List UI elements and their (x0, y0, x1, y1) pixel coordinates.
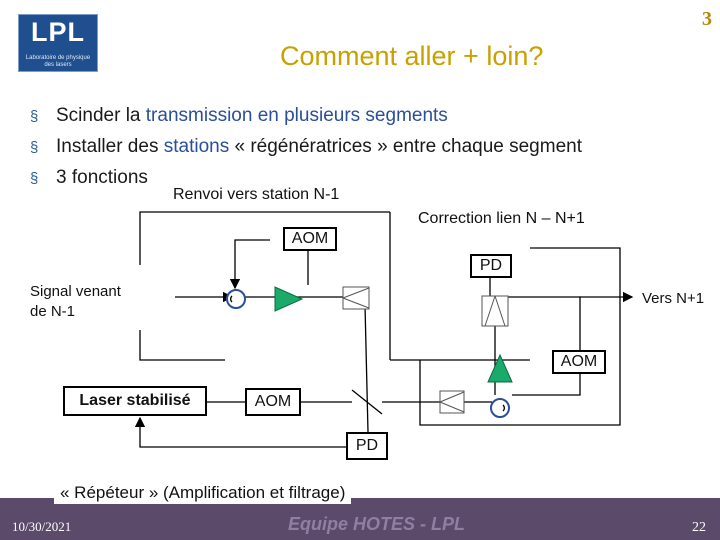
bullet-list: §Scinder la transmission en plusieurs se… (30, 100, 582, 193)
footer-page-number: 22 (692, 520, 706, 535)
label-correction: Correction lien N – N+1 (418, 210, 585, 227)
bullet-item: §3 fonctions (30, 162, 582, 193)
label-renvoi: Renvoi vers station N-1 (173, 186, 340, 203)
bullet-marker-icon: § (30, 108, 39, 125)
bullet-item: §Scinder la transmission en plusieurs se… (30, 100, 582, 131)
footer-team: Equipe HOTES - LPL (288, 514, 466, 534)
label-vers: Vers N+1 (642, 290, 705, 307)
beam-splitter-bottom (351, 389, 383, 415)
aom-top-box: AOM (283, 227, 337, 251)
pd-to-laser-feedback (134, 416, 354, 448)
coupler-to-pd-line (364, 304, 369, 433)
left-station-bottom-segment (139, 330, 225, 361)
aom-right-to-circulator (512, 372, 581, 396)
output-line (505, 296, 581, 350)
footer-bar (0, 498, 720, 540)
diagram-caption: « Répéteur » (Amplification et filtrage) (54, 482, 352, 504)
bullet-item: §Installer des stations « régénératrices… (30, 131, 582, 162)
coupler-bottom-icon (439, 390, 465, 414)
right-station-outline (419, 247, 621, 426)
left-station-outline (139, 211, 390, 265)
logo-subtitle: Laboratoire de physique des lasers (25, 55, 91, 68)
circulator-icon (226, 289, 246, 309)
lpl-logo: LPL Laboratoire de physique des lasers (18, 14, 98, 72)
logo-text: LPL (31, 17, 85, 47)
pd-top-box: PD (470, 254, 512, 278)
bullet-marker-icon: § (30, 139, 39, 156)
aom-right-box: AOM (552, 350, 606, 374)
laser-box: Laser stabilisé (63, 386, 207, 416)
aom-bottom-box: AOM (245, 388, 301, 416)
amplifier-vertical-icon (487, 353, 513, 383)
pd-bottom-box: PD (346, 432, 388, 460)
circulator-bottom-icon (490, 398, 510, 418)
slide-number-top: 3 (702, 8, 712, 30)
label-signal: Signal venant de N-1 (30, 283, 121, 320)
amplifier-icon (274, 286, 304, 312)
aom-to-circulator-line (229, 239, 270, 290)
coupler-icon (342, 286, 370, 310)
footer-date: 10/30/2021 (12, 519, 72, 534)
coupler-vertical-icon (481, 295, 509, 327)
slide-title: Comment aller + loin? (280, 41, 544, 71)
bullet-marker-icon: § (30, 170, 39, 187)
